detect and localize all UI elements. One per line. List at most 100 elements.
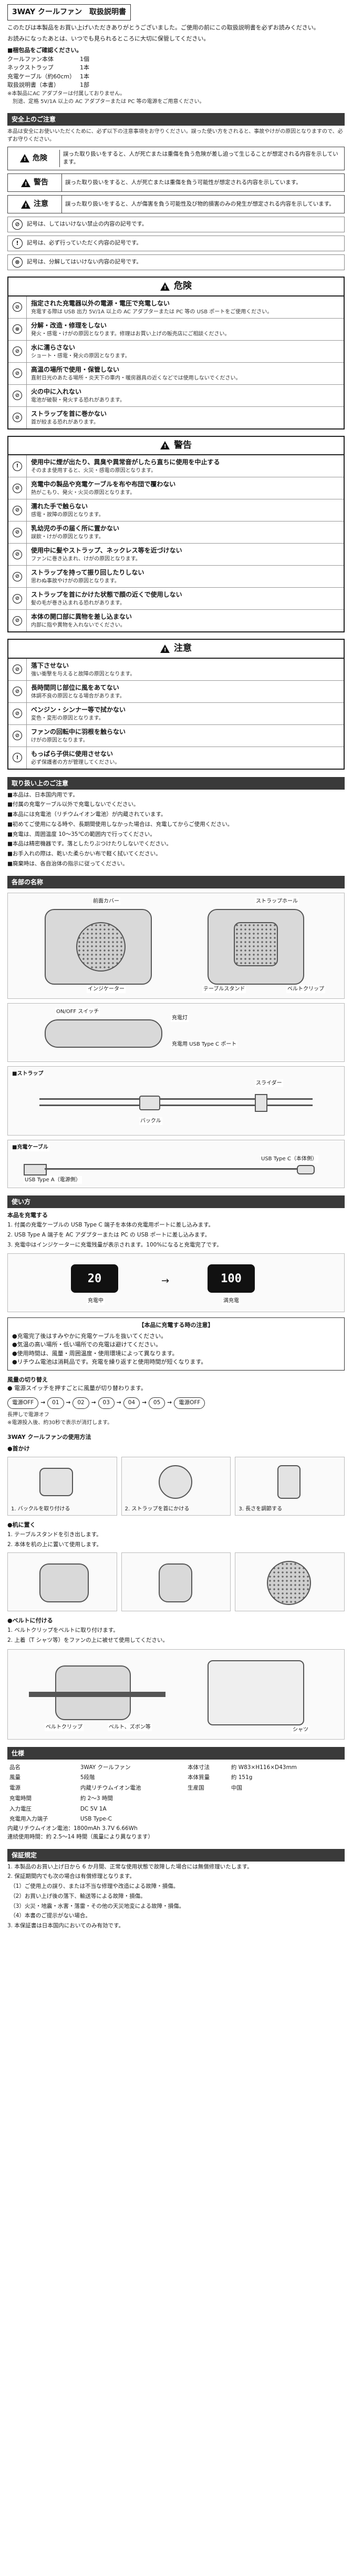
belt-heading: ●ベルトに付ける bbox=[7, 1617, 53, 1624]
spec-value: USB Type-C bbox=[80, 1816, 112, 1823]
warning-item: ⊘ストラップを首にかけた状態で顔の近くで使用しない髪の毛が巻き込まれる恐れがあり… bbox=[8, 588, 344, 610]
display-diagram: 20 充電中 → 100 満充電 bbox=[7, 1253, 345, 1313]
danger-item-desc: 発火・感電・けがの原因となります。修理はお買い上げの販売店にご相談ください。 bbox=[31, 331, 230, 337]
usage-section-title: 使い方 bbox=[7, 1195, 345, 1208]
warning-triangle-icon bbox=[160, 644, 170, 654]
warn-icon-cell: ⊘ bbox=[8, 680, 27, 702]
signal-text: 誤った取り扱いをすると、人が死亡または重傷を負う可能性が想定される内容を示してい… bbox=[65, 179, 302, 186]
prohibited-icon: ⊘ bbox=[13, 594, 22, 604]
warning-item: ⊘乳幼児の手の届く所に置かない誤飲・けがの原因となります。 bbox=[8, 522, 344, 544]
signal-warning: 警告 誤った取り扱いをすると、人が死亡または重傷を負う可能性が想定される内容を示… bbox=[7, 173, 345, 192]
arrow-icon: → bbox=[116, 1399, 121, 1406]
stand-figures bbox=[7, 1552, 345, 1611]
charge-notice-box: 【本品に充電する時の注意】 ●充電完了後はすみやかに充電ケーブルを抜いてください… bbox=[7, 1317, 345, 1371]
fan-stand-illustration bbox=[39, 1563, 89, 1602]
neck-step-caption: 2. ストラップを首にかける bbox=[125, 1506, 190, 1512]
package-item-qty: 1本 bbox=[80, 64, 89, 71]
arrow-icon: → bbox=[91, 1399, 96, 1406]
warning-triangle-icon bbox=[21, 178, 30, 188]
signal-word: 危険 bbox=[32, 154, 47, 162]
caution-item: !もっぱら子供に使用させない必ず保護者の方が管理してください。 bbox=[8, 747, 344, 769]
label-usb-c: USB Type C（本体側） bbox=[260, 1154, 318, 1163]
prohibited-icon: ⊘ bbox=[13, 413, 22, 422]
caution-item-title: もっぱら子供に使用させない bbox=[31, 750, 113, 758]
danger-item-title: 火の中に入れない bbox=[31, 387, 82, 395]
strap-slider bbox=[255, 1093, 267, 1112]
arrow-icon: → bbox=[161, 1275, 170, 1287]
safety-intro: 本品は安全にお使いいただくために、必ず以下の注意事項をお守りください。誤った使い… bbox=[7, 128, 343, 142]
warning-item-title: ストラップを持って振り回したりしない bbox=[31, 569, 144, 576]
methods-heading: 3WAY クールファンの使用方法 bbox=[7, 1433, 91, 1440]
danger-item: ⊘指定された充電器以外の電源・電圧で充電しない充電する際は USB 出力 5V/… bbox=[8, 296, 344, 319]
mandatory-icon: ! bbox=[13, 461, 22, 471]
symbol-text: 記号は、必ず行っていただく内容の記号です。 bbox=[27, 240, 142, 247]
safety-section-title: 安全上のご注意 bbox=[7, 113, 345, 126]
prohibited-icon: ⊘ bbox=[13, 391, 22, 400]
package-item: 取扱説明書（本書）1部 bbox=[7, 81, 345, 90]
signal-danger: 危険 誤った取り扱いをすると、人が死亡または重傷を負う危険が差し迫って生じること… bbox=[7, 146, 345, 170]
prohibited-icon: ⊘ bbox=[13, 731, 22, 740]
warning-title: 警告 bbox=[174, 439, 192, 451]
charge-notice-line: ●使用時間は、風量・周囲温度・使用環境によって異なります。 bbox=[12, 1350, 178, 1357]
prohibited-icon: ⊘ bbox=[13, 505, 22, 515]
package-heading: ■梱包品をご確認ください。 bbox=[7, 47, 82, 54]
strap-illustration bbox=[39, 1098, 313, 1100]
spec-value: 内蔵リチウムイオン電池 bbox=[80, 1785, 141, 1791]
mode-step: 01 bbox=[47, 1397, 64, 1409]
warranty-line: 1. 本製品のお買い上げ日から 6 か月間、正常な使用状態で故障した場合には無償… bbox=[7, 1863, 253, 1870]
danger-item-desc: 直射日光のあたる場所・炎天下の車内・暖房器具の近くなどでは使用しないでください。 bbox=[31, 375, 241, 381]
strap-neck-illustration bbox=[158, 1465, 192, 1499]
warn-icon-cell: ⊘ bbox=[8, 406, 27, 428]
warning-item: ⊘本体の開口部に異物を差し込まない内部に指や異物を入れないでください。 bbox=[8, 610, 344, 631]
warning-item-desc: 思わぬ事故やけがの原因となります。 bbox=[31, 578, 120, 584]
caution-title: 注意 bbox=[174, 643, 192, 653]
warranty-line: （4）本書のご提示がない場合。 bbox=[7, 1913, 91, 1919]
danger-item-desc: 充電する際は USB 出力 5V/1A 以上の AC アダプターまたは PC 等… bbox=[31, 309, 273, 315]
warning-triangle-icon bbox=[21, 200, 30, 210]
stand-heading: ●机に置く bbox=[7, 1521, 36, 1528]
stand-step: 2. 本体を机の上に置いて使用します。 bbox=[7, 1541, 102, 1548]
spec-section-title: 仕様 bbox=[7, 1746, 345, 1760]
handling-line: ■充電は、周囲温度 10〜35℃の範囲内で行ってください。 bbox=[7, 831, 156, 837]
danger-item-title: ストラップを首に巻かない bbox=[31, 410, 107, 417]
warning-item: ⊘ストラップを持って振り回したりしない思わぬ事故やけがの原因となります。 bbox=[8, 566, 344, 588]
danger-item-title: 指定された充電器以外の電源・電圧で充電しない bbox=[31, 299, 170, 307]
mode-note: 長押しで電源オフ bbox=[7, 1412, 49, 1418]
intro-line: このたびは本製品をお買い上げいただきありがとうございました。ご使用の前にこの取扱… bbox=[7, 24, 319, 31]
danger-title: 危険 bbox=[174, 281, 192, 291]
charge-notice-line: ●リチウム電池は消耗品です。充電を繰り返すと使用時間が短くなります。 bbox=[12, 1358, 207, 1366]
display-caption: 充電中 bbox=[87, 1297, 105, 1305]
label-charge-port: 充電用 USB Type C ポート bbox=[171, 1040, 238, 1048]
caution-header: 注意 bbox=[8, 640, 344, 659]
danger-item-desc: 電池が破裂・発火する恐れがあります。 bbox=[31, 397, 125, 403]
warning-item-desc: 誤飲・けがの原因となります。 bbox=[31, 534, 104, 540]
warranty-line: （1）ご使用上の誤り、または不当な修理や改造による故障・損傷。 bbox=[7, 1883, 179, 1889]
spec-battery: 内蔵リチウムイオン電池：1800mAh 3.7V 6.66Wh bbox=[7, 1825, 138, 1832]
handling-list: ■本品は、日本国内用です。 ■付属の充電ケーブル以外で充電しないでください。 ■… bbox=[7, 791, 345, 868]
prohibited-icon: ⊘ bbox=[13, 369, 22, 378]
prohibited-icon: ⊘ bbox=[12, 219, 23, 230]
prohibited-icon: ⊘ bbox=[13, 665, 22, 674]
prohibited-icon: ⊘ bbox=[13, 549, 22, 559]
mandatory-icon: ! bbox=[13, 753, 22, 762]
label-strap-hole: ストラップホール bbox=[255, 897, 299, 905]
spec-value: 約 151g bbox=[231, 1774, 253, 1781]
label-usb-a: USB Type A（電源側） bbox=[24, 1175, 82, 1184]
neck-step-figure: 2. ストラップを首にかける bbox=[121, 1456, 231, 1516]
caution-item-desc: 強い衝撃を与えると故障の原因となります。 bbox=[31, 671, 136, 677]
warn-icon-cell: ⊘ bbox=[8, 477, 27, 499]
warranty-line: （2）お買い上げ後の落下、輸送等による故障・損傷。 bbox=[7, 1893, 146, 1899]
mode-step: 02 bbox=[73, 1397, 89, 1409]
warning-triangle-icon bbox=[160, 282, 170, 292]
warning-triangle-icon bbox=[19, 154, 29, 163]
symbol-row: ⊗記号は、分解してはいけない内容の記号です。 bbox=[7, 254, 345, 270]
warn-icon-cell: ⊘ bbox=[8, 702, 27, 724]
handling-section-title: 取り扱い上のご注意 bbox=[7, 776, 345, 790]
warn-icon-cell: ⊘ bbox=[8, 499, 27, 521]
